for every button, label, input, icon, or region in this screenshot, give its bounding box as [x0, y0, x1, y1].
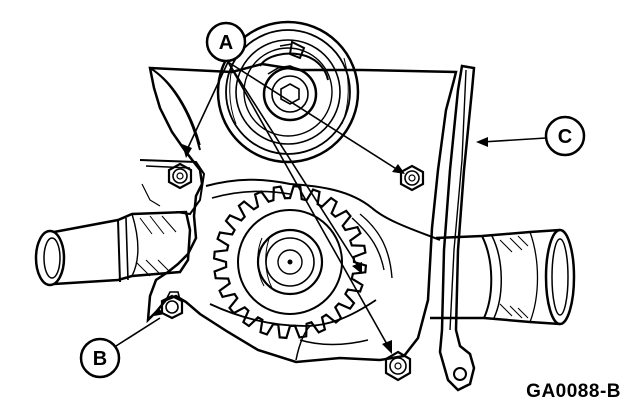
callout-a-label: A	[219, 32, 233, 54]
bolt-right-lower	[384, 350, 412, 382]
arrowhead-a-sprocket	[352, 262, 362, 274]
leader-b	[115, 317, 161, 347]
arrowhead-a-right-upper	[392, 164, 405, 174]
leader-a-right-upper	[227, 61, 399, 171]
pulley-icon	[216, 20, 360, 164]
callout-a: A	[205, 21, 247, 63]
bolt-left	[167, 162, 193, 190]
leader-c	[481, 137, 547, 143]
callout-b-label: B	[93, 348, 107, 370]
outlet-pipe-icon	[430, 228, 576, 326]
stud-icon	[160, 291, 184, 320]
arrowhead-a-left	[182, 144, 192, 158]
arrowhead-c	[476, 137, 488, 147]
leader-lines	[115, 61, 547, 354]
sprocket-icon	[212, 184, 368, 340]
bolt-icon	[384, 350, 412, 382]
bolt-icon	[399, 164, 425, 192]
bolt-right-upper	[399, 164, 425, 192]
leader-a-sprocket	[227, 61, 359, 267]
callout-c: C	[544, 115, 586, 157]
arrowhead-b	[154, 308, 165, 316]
leader-a-right-lower	[227, 61, 389, 347]
arrowhead-a-right-lower	[382, 340, 392, 354]
leader-a-left	[185, 61, 229, 153]
gasket-icon	[438, 64, 476, 392]
inlet-pipe-icon	[34, 210, 192, 287]
figure-code: GA0088-B	[526, 381, 621, 402]
bolt-icon	[167, 162, 193, 190]
water-pump-housing-icon	[139, 62, 458, 364]
callout-b: B	[79, 337, 121, 379]
callout-c-label: C	[558, 126, 572, 148]
